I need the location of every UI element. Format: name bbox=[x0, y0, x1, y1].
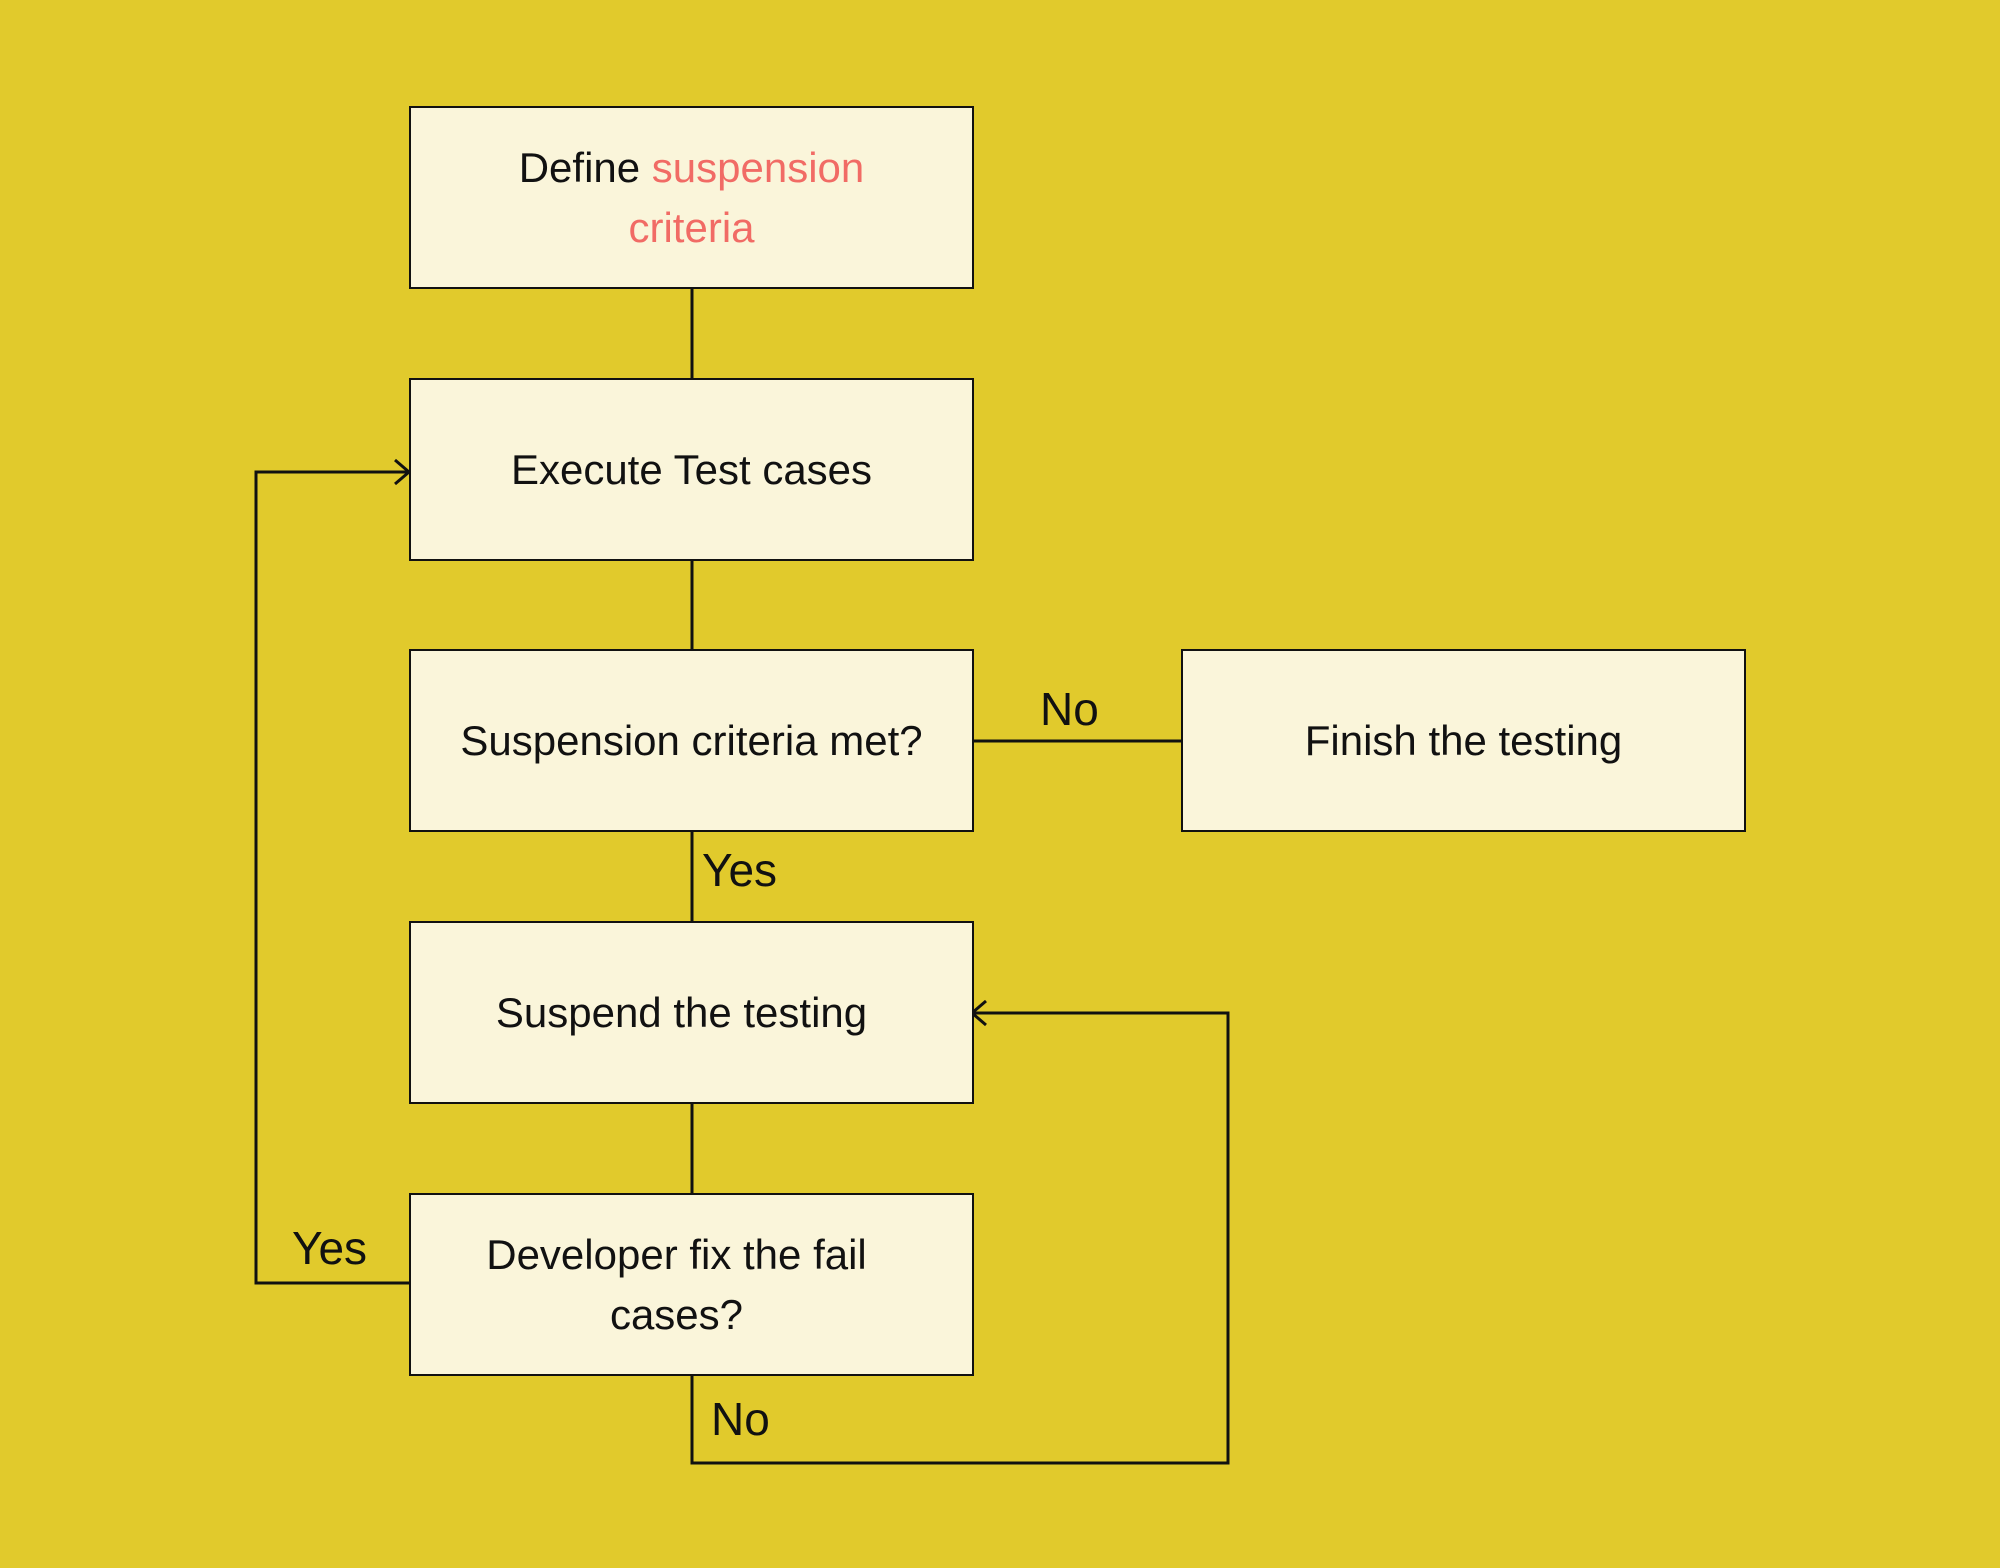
edge-fix-no-loop bbox=[690, 1011, 1230, 1465]
label-criteria-yes: Yes bbox=[702, 844, 778, 896]
node-finish-testing: Finish the testing bbox=[1181, 649, 1746, 832]
node-label: Finish the testing bbox=[1304, 716, 1623, 764]
node-label: Developer fix the fail cases? bbox=[486, 1230, 867, 1338]
node-criteria-met: Suspension criteria met? bbox=[409, 649, 974, 832]
label-fix-yes: Yes bbox=[292, 1222, 368, 1274]
label-criteria-no: No bbox=[1040, 683, 1099, 735]
node-label: Suspend the testing bbox=[495, 988, 868, 1036]
node-define-highlight: suspension criteria bbox=[628, 143, 865, 251]
edge-fix-yes-loop bbox=[254, 470, 416, 1285]
label-fix-no: No bbox=[711, 1393, 770, 1445]
node-label: Execute Test cases bbox=[510, 445, 873, 493]
node-execute-tests: Execute Test cases bbox=[409, 378, 974, 561]
node-developer-fix: Developer fix the fail cases? bbox=[409, 1193, 974, 1376]
node-suspend-testing: Suspend the testing bbox=[409, 921, 974, 1104]
node-define-criteria: Define suspension criteria bbox=[409, 106, 974, 289]
node-label: Suspension criteria met? bbox=[460, 716, 923, 764]
node-define-prefix: Define bbox=[518, 143, 641, 191]
